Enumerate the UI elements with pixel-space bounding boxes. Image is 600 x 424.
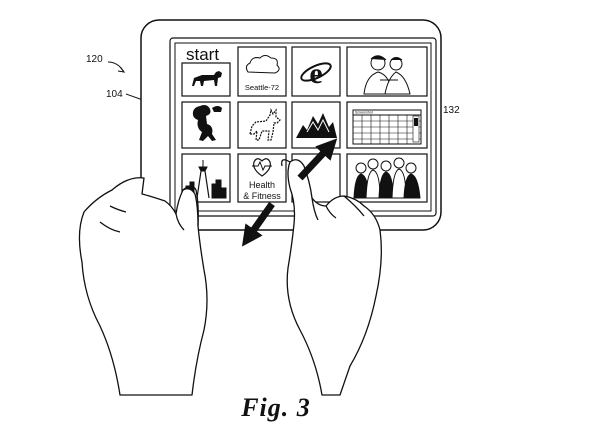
weather-text: Seattle-72 xyxy=(245,83,279,92)
leader-104 xyxy=(125,93,144,101)
calendar-header: Screenshot xyxy=(355,111,373,115)
landscape-icon xyxy=(296,113,337,138)
group-photo-icon xyxy=(353,157,421,199)
health-line1: Health xyxy=(249,180,275,190)
monkey-icon xyxy=(192,105,222,141)
browser-e-icon: e xyxy=(300,57,332,90)
label-120: 120 xyxy=(86,54,103,65)
leader-120 xyxy=(107,61,125,73)
right-hand xyxy=(281,159,382,396)
calendar-icon: Screenshot xyxy=(352,109,422,145)
left-hand xyxy=(78,177,208,396)
arrow-up-right xyxy=(297,138,338,181)
tile-wolf[interactable] xyxy=(237,101,287,149)
wolf-icon xyxy=(249,108,281,141)
health-line2: & Fitness xyxy=(243,191,281,201)
tile-browser[interactable] xyxy=(291,46,341,97)
people-icon xyxy=(363,55,411,95)
dog-icon xyxy=(192,71,222,86)
pulse-icon xyxy=(252,160,272,172)
svg-text:e: e xyxy=(309,57,322,90)
start-title: start xyxy=(186,45,219,64)
figure-caption: Fig. 3 xyxy=(240,393,311,422)
arrow-down-left xyxy=(241,201,275,247)
cloud-icon xyxy=(245,55,280,74)
label-132: 132 xyxy=(443,105,460,116)
label-104: 104 xyxy=(106,89,123,100)
